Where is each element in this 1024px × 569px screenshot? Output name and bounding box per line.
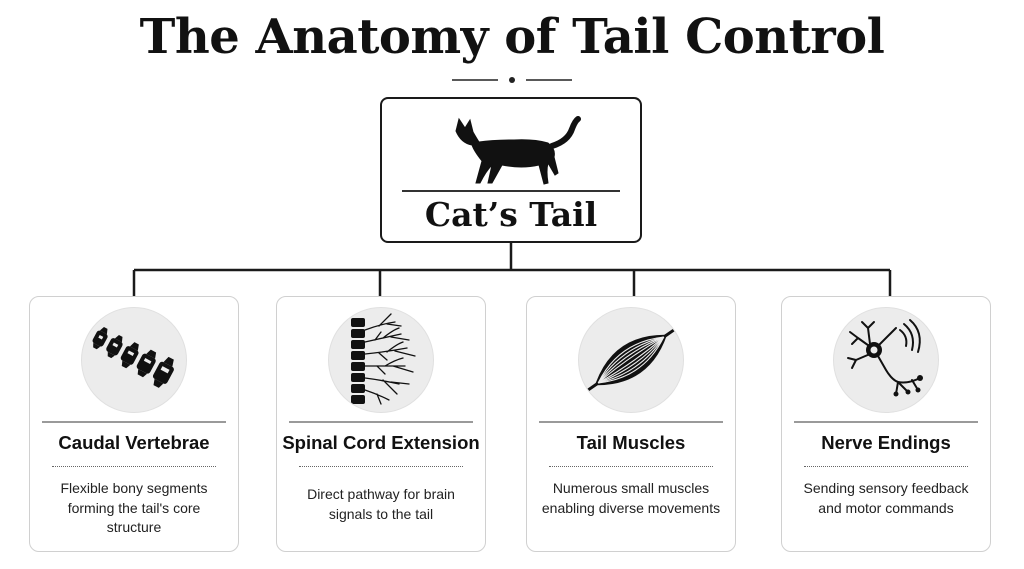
- title-ornament: [452, 77, 572, 83]
- card-spinal-cord-extension: Spinal Cord Extension Direct pathway for…: [276, 296, 486, 552]
- spinal-cord-icon: [328, 307, 434, 413]
- card-tail-muscles: Tail Muscles Numerous small muscles enab…: [526, 296, 736, 552]
- card-description: Flexible bony segments forming the tail'…: [60, 480, 208, 535]
- card-title: Tail Muscles: [576, 432, 686, 453]
- card-rule: [289, 421, 473, 423]
- card-dotted-divider: [804, 466, 968, 467]
- muscle-icon: [578, 307, 684, 413]
- card-nerve-endings: Nerve Endings Sending sensory feedback a…: [781, 296, 991, 552]
- root-divider: [402, 190, 620, 192]
- card-title: Nerve Endings: [821, 432, 951, 453]
- card-description: Sending sensory feedback and motor comma…: [803, 480, 969, 516]
- root-node: Cat’s Tail: [380, 97, 642, 243]
- card-dotted-divider: [299, 466, 463, 467]
- neuron-icon: [833, 307, 939, 413]
- card-rule: [42, 421, 226, 423]
- cat-silhouette-icon: [455, 116, 581, 185]
- card-description: Numerous small muscles enabling diverse …: [541, 480, 721, 516]
- vertebrae-icon: [81, 307, 187, 413]
- card-title: Caudal Vertebrae: [58, 432, 210, 453]
- page-title: The Anatomy of Tail Control: [139, 9, 885, 65]
- card-caudal-vertebrae: Caudal Vertebrae Flexible bony segments …: [29, 296, 239, 552]
- card-dotted-divider: [52, 466, 216, 467]
- card-description: Direct pathway for brain signals to the …: [307, 486, 455, 522]
- card-rule: [539, 421, 723, 423]
- card-dotted-divider: [549, 466, 713, 467]
- card-title: Spinal Cord Extension: [282, 432, 480, 453]
- card-rule: [794, 421, 978, 423]
- root-label: Cat’s Tail: [424, 195, 598, 234]
